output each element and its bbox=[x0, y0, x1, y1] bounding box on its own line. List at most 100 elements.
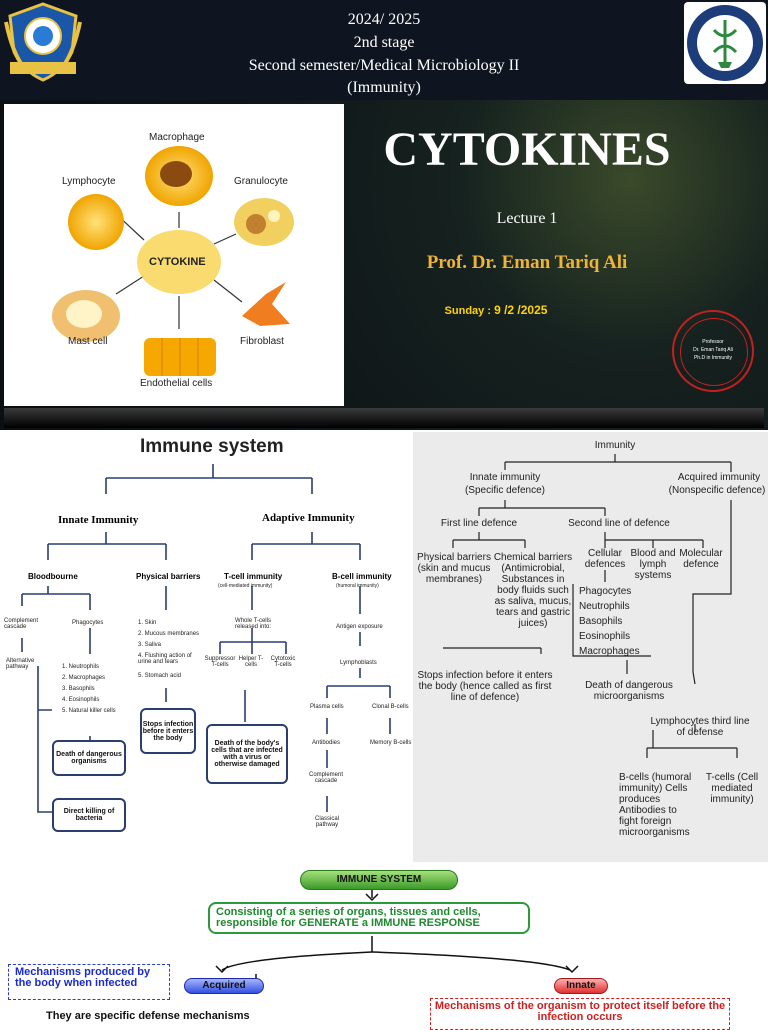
left-helper: Helper T-cells bbox=[238, 656, 264, 668]
left-alternative: Alternative pathway bbox=[6, 658, 35, 670]
left-bcell: B-cell immunity bbox=[332, 572, 392, 581]
slide-professor: Prof. Dr. Eman Tariq Ali bbox=[426, 252, 628, 273]
cell-item-4: Eosinophils bbox=[579, 631, 631, 642]
specific-text: They are specific defense mechanisms bbox=[46, 1010, 250, 1022]
left-suppressor: Suppressor T-cells bbox=[204, 656, 236, 668]
box-tcell-death: Death of the body's cells that are infec… bbox=[206, 724, 288, 784]
mechanisms-box: Mechanisms produced by the body when inf… bbox=[8, 964, 170, 1000]
right-bcells: B-cells (humoral immunity) Cells produce… bbox=[619, 772, 692, 838]
left-classical: Classical pathway bbox=[314, 816, 339, 828]
label-lymphocyte: Lymphocyte bbox=[62, 176, 116, 187]
header-bar: 2024/ 2025 2nd stage Second semester/Med… bbox=[0, 0, 768, 100]
barrier-item-3: 3. Saliva bbox=[138, 642, 162, 648]
right-blood: Blood and lymph systems bbox=[630, 548, 676, 581]
stamp-line2: Dr. Eman Tariq Ali bbox=[693, 347, 733, 353]
label-cytokine: CYTOKINE bbox=[149, 256, 206, 268]
cell-item-5: Macrophages bbox=[579, 646, 640, 657]
right-tcells: T-cells (Cell mediated immunity) bbox=[705, 772, 759, 805]
phago-item-1: 1. Neutrophils bbox=[62, 664, 100, 670]
left-complement: Complement cascade bbox=[4, 618, 39, 630]
left-cytotoxic: Cytotoxic T-cells bbox=[270, 656, 296, 668]
header-subject: (Immunity) bbox=[347, 79, 421, 96]
left-plasma: Plasma cells bbox=[310, 704, 344, 710]
cytokine-diagram: Macrophage Lymphocyte Granulocyte CYTOKI… bbox=[4, 104, 344, 406]
right-physical: Physical barriers (skin and mucus membra… bbox=[417, 552, 491, 585]
label-mast-cell: Mast cell bbox=[68, 336, 108, 347]
box-direct-killing: Direct killing of bacteria bbox=[52, 798, 126, 832]
slide-date-label: Sunday : bbox=[444, 305, 495, 317]
stamp-inner-ring bbox=[680, 318, 748, 386]
left-bloodbourne: Bloodbourne bbox=[28, 572, 78, 581]
bottom-section: IMMUNE SYSTEM Consisting of a series of … bbox=[0, 866, 768, 1030]
right-innate-sub: (Specific defence) bbox=[464, 485, 546, 496]
right-death: Death of dangerous microorganisms bbox=[585, 680, 673, 702]
acquired-pill: Acquired bbox=[184, 978, 264, 994]
header-course: Second semester/Medical Microbiology II bbox=[248, 57, 520, 74]
stamp-line3: Ph.D in Immunity bbox=[693, 355, 733, 361]
right-chart-connectors bbox=[443, 454, 738, 758]
slide-bottom-bar bbox=[4, 408, 764, 428]
protect-box: Mechanisms of the organism to protect it… bbox=[430, 998, 730, 1030]
barrier-item-1: 1. Skin bbox=[138, 620, 157, 626]
label-macrophage: Macrophage bbox=[149, 132, 205, 143]
cell-item-1: Phagocytes bbox=[579, 586, 632, 597]
left-antigen: Antigen exposure bbox=[336, 624, 383, 630]
phago-item-3: 3. Basophils bbox=[62, 686, 95, 692]
left-physical: Physical barriers bbox=[136, 572, 201, 581]
innate-pill: Innate bbox=[554, 978, 608, 994]
consisting-box: Consisting of a series of organs, tissue… bbox=[208, 902, 530, 934]
left-chart-connectors bbox=[21, 464, 391, 813]
left-memory: Memory B-cells bbox=[370, 740, 412, 746]
left-innate: Innate Immunity bbox=[58, 514, 139, 526]
right-lymphocytes: Lymphocytes third line of defense bbox=[650, 716, 750, 738]
right-stops: Stops infection before it enters the bod… bbox=[417, 670, 553, 703]
university-logo-left bbox=[2, 2, 84, 84]
right-innate: Innate immunity bbox=[469, 472, 541, 483]
slide-title: CYTOKINES bbox=[383, 123, 671, 176]
slide-lecture: Lecture 1 bbox=[496, 210, 558, 227]
right-acquired-sub: (Nonspecific defence) bbox=[668, 485, 766, 496]
left-title: Immune system bbox=[140, 436, 284, 457]
box-death-organisms: Death of dangerous organisms bbox=[52, 740, 126, 776]
left-clonal: Clonal B-cells bbox=[372, 704, 409, 710]
cell-item-2: Neutrophils bbox=[579, 601, 630, 612]
cytokine-diagram-art bbox=[52, 146, 294, 376]
left-antibodies: Antibodies bbox=[312, 740, 341, 746]
barrier-item-5: 5. Stomach acid bbox=[138, 673, 182, 679]
immune-system-pill: IMMUNE SYSTEM bbox=[300, 870, 458, 890]
right-chemical: Chemical barriers (Antimicrobial, Substa… bbox=[493, 552, 573, 629]
header-stage: 2nd stage bbox=[353, 34, 415, 51]
right-first-line: First line defence bbox=[440, 518, 518, 529]
left-complement-cascade: Complement cascade bbox=[308, 772, 343, 784]
barrier-item-2: 2. Mucous membranes bbox=[138, 631, 200, 637]
label-endothelial: Endothelial cells bbox=[140, 378, 213, 389]
phago-item-4: 4. Eosinophils bbox=[62, 697, 100, 703]
slide-date-value: 9 /2 /2025 bbox=[494, 303, 548, 317]
left-bcell-sub: (humoral immunity) bbox=[336, 583, 379, 589]
phago-item-5: 5. Natural killer cells bbox=[62, 708, 116, 714]
slide-date: Sunday : 9 /2 /2025 bbox=[346, 303, 646, 317]
box-stops-infection: Stops infection before it enters the bod… bbox=[140, 708, 196, 754]
left-phagocytes: Phagocytes bbox=[72, 620, 104, 626]
professor-stamp: Professor Dr. Eman Tariq Ali Ph.D in Imm… bbox=[672, 310, 754, 392]
right-second-line: Second line of defence bbox=[568, 518, 670, 529]
bottom-connectors bbox=[215, 888, 579, 992]
right-cellular: Cellular defences bbox=[584, 548, 626, 570]
left-whole-t: Whole T-cells released into: bbox=[234, 618, 272, 630]
left-tcell: T-cell immunity bbox=[224, 572, 283, 581]
header-year: 2024/ 2025 bbox=[347, 11, 421, 28]
left-lymphoblasts: Lymphoblasts bbox=[340, 660, 377, 666]
immune-system-chart-right: Immunity Innate immunity (Specific defen… bbox=[413, 432, 768, 862]
cell-item-3: Basophils bbox=[579, 616, 623, 627]
stamp-line1: Professor bbox=[702, 339, 724, 345]
label-fibroblast: Fibroblast bbox=[240, 336, 284, 347]
left-tcell-sub: (cell-mediated immunity) bbox=[218, 583, 273, 589]
label-granulocyte: Granulocyte bbox=[234, 176, 288, 187]
phago-item-2: 2. Macrophages bbox=[62, 675, 106, 681]
right-acquired: Acquired immunity bbox=[677, 472, 761, 483]
right-root: Immunity bbox=[594, 440, 636, 451]
right-molecular: Molecular defence bbox=[679, 548, 723, 570]
immune-system-chart-left: Immune system Innate Immunity Adaptive I… bbox=[0, 432, 412, 868]
left-adaptive: Adaptive Immunity bbox=[262, 512, 355, 524]
college-logo-right bbox=[684, 2, 766, 84]
